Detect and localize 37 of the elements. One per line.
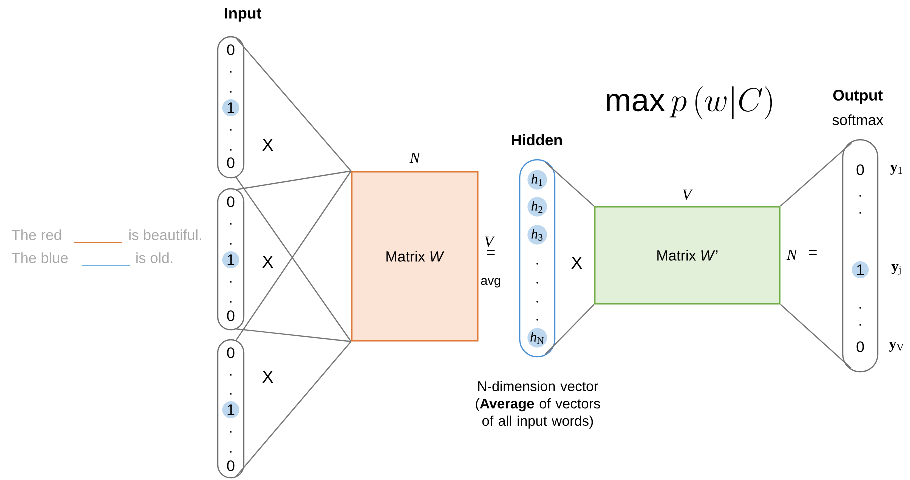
vector-column: h$_{1}$ h$_{2}$ h$_{3}$ . . . . h$_{N}$	[519, 159, 556, 358]
matrix-box: Matrix W’	[594, 206, 781, 305]
node-label: N-dimension vector (Average of vectors of all input words)	[476, 381, 600, 429]
connector-line	[545, 304, 595, 356]
connector-line	[236, 170, 352, 190]
vector-column: 0 . . 1 . . 0	[217, 339, 245, 479]
connector-line	[780, 142, 852, 207]
output-label: y$_{V}$	[889, 342, 904, 352]
multiply-sign: X	[262, 139, 274, 151]
column-heading: Input	[225, 8, 262, 22]
connector-line	[236, 328, 352, 342]
column-heading: softmax	[832, 114, 884, 126]
connector-line	[236, 38, 352, 172]
vector-column: 0 . . 1 . . 0	[217, 188, 245, 331]
sentence-text: The blue	[12, 252, 68, 264]
matrix-box: Matrix W	[351, 171, 479, 342]
formula: $\max p\left(w|C\right)$	[596, 78, 784, 128]
avg-label: avg	[481, 278, 500, 288]
sentence-text: is beautiful.	[130, 230, 202, 240]
output-label: y$_{j}$	[892, 264, 901, 276]
multiply-sign: X	[262, 371, 274, 383]
multiply-sign: X	[572, 257, 582, 269]
equals-sign: =	[809, 250, 817, 256]
sentence-text: is old.	[136, 252, 173, 264]
multiply-sign: X	[262, 256, 274, 268]
vector-column: 0 . . 1 . . 0	[842, 139, 879, 373]
column-heading: Hidden	[512, 134, 562, 146]
output-label: y$_{1}$	[890, 165, 902, 175]
column-heading: Output	[834, 90, 883, 104]
sentence-text: The red	[12, 230, 62, 240]
connector-line	[545, 162, 595, 207]
connector-line	[780, 304, 852, 370]
dimension-label: V	[485, 236, 496, 248]
equals-sign: =	[487, 250, 495, 256]
connector-line	[236, 341, 352, 478]
dimension-label: N	[786, 250, 798, 260]
vector-column: 0 . . 1 . . 0	[217, 36, 245, 179]
